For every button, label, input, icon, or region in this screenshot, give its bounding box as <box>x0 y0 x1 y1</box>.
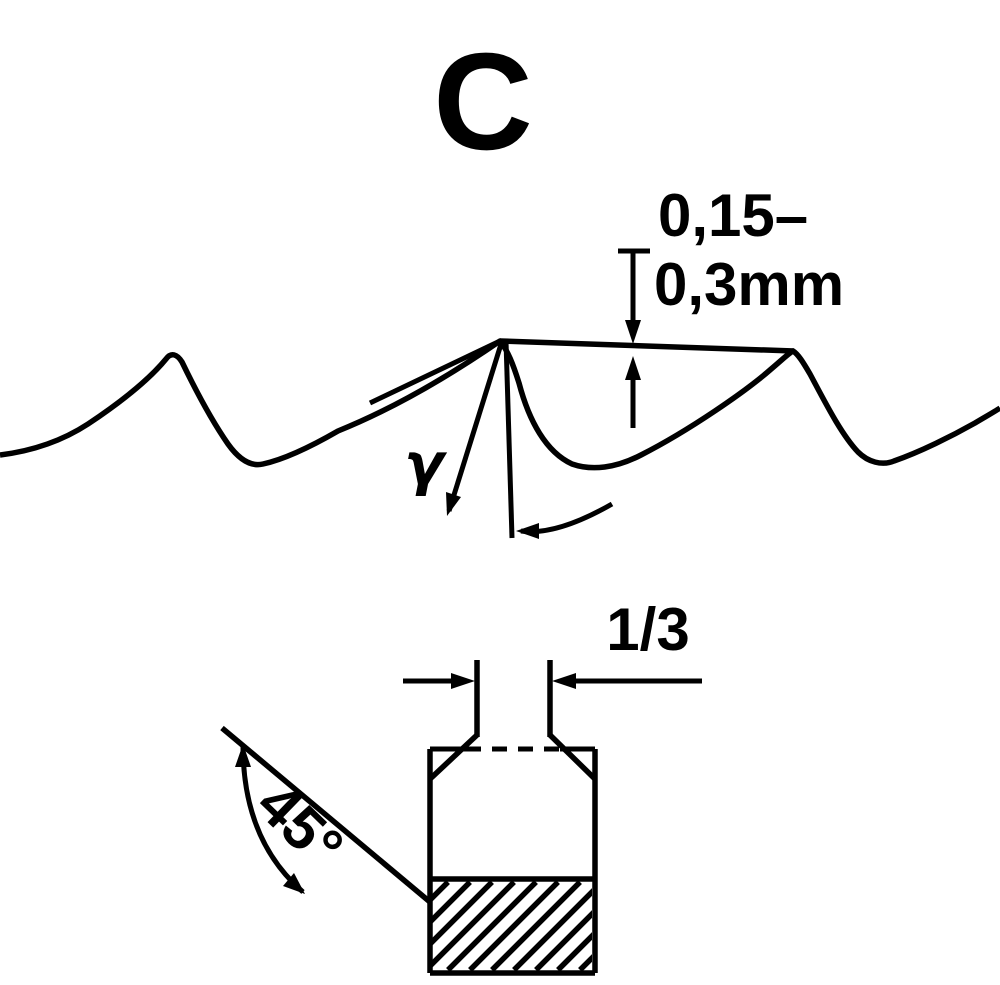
tooth-profile-path <box>0 338 1000 471</box>
chamfer-right-edge <box>548 733 597 781</box>
radial-reference-line <box>503 340 515 539</box>
arrow-right-icon <box>451 673 475 689</box>
top-land-reference-line <box>499 338 795 354</box>
tip-chamfer-line <box>368 338 502 406</box>
tip-width-left-arrow <box>403 673 475 689</box>
chamfer-angle-label: 45° <box>244 770 356 881</box>
arrow-left-icon <box>516 523 539 539</box>
chamfer-angle-arc <box>235 744 305 894</box>
height-offset-value-line2: 0,3mm <box>654 251 844 318</box>
height-offset-value-line1: 0,15– <box>658 182 808 249</box>
tooth-form-label: C <box>433 25 533 179</box>
rake-face-line <box>446 340 505 516</box>
arrow-up-icon <box>625 356 641 380</box>
tip-width-fraction-label: 1/3 <box>606 596 689 663</box>
arrow-left-icon <box>552 673 576 689</box>
cross-section-hatching <box>432 881 592 971</box>
rake-angle-arc <box>516 501 614 539</box>
rake-angle-symbol: γ <box>404 430 447 498</box>
height-offset-lower-arrow <box>625 356 641 428</box>
chamfer-left-edge <box>428 732 479 782</box>
arrow-down-right-icon <box>283 873 305 894</box>
arrow-up-icon <box>235 744 251 767</box>
tip-width-right-arrow <box>552 673 702 689</box>
chamfer-angle-reference-line <box>220 725 432 905</box>
arrow-down-icon <box>625 320 641 344</box>
height-offset-upper-arrow <box>618 248 650 344</box>
arrowhead-icon <box>446 492 461 516</box>
rake-line <box>446 340 505 512</box>
